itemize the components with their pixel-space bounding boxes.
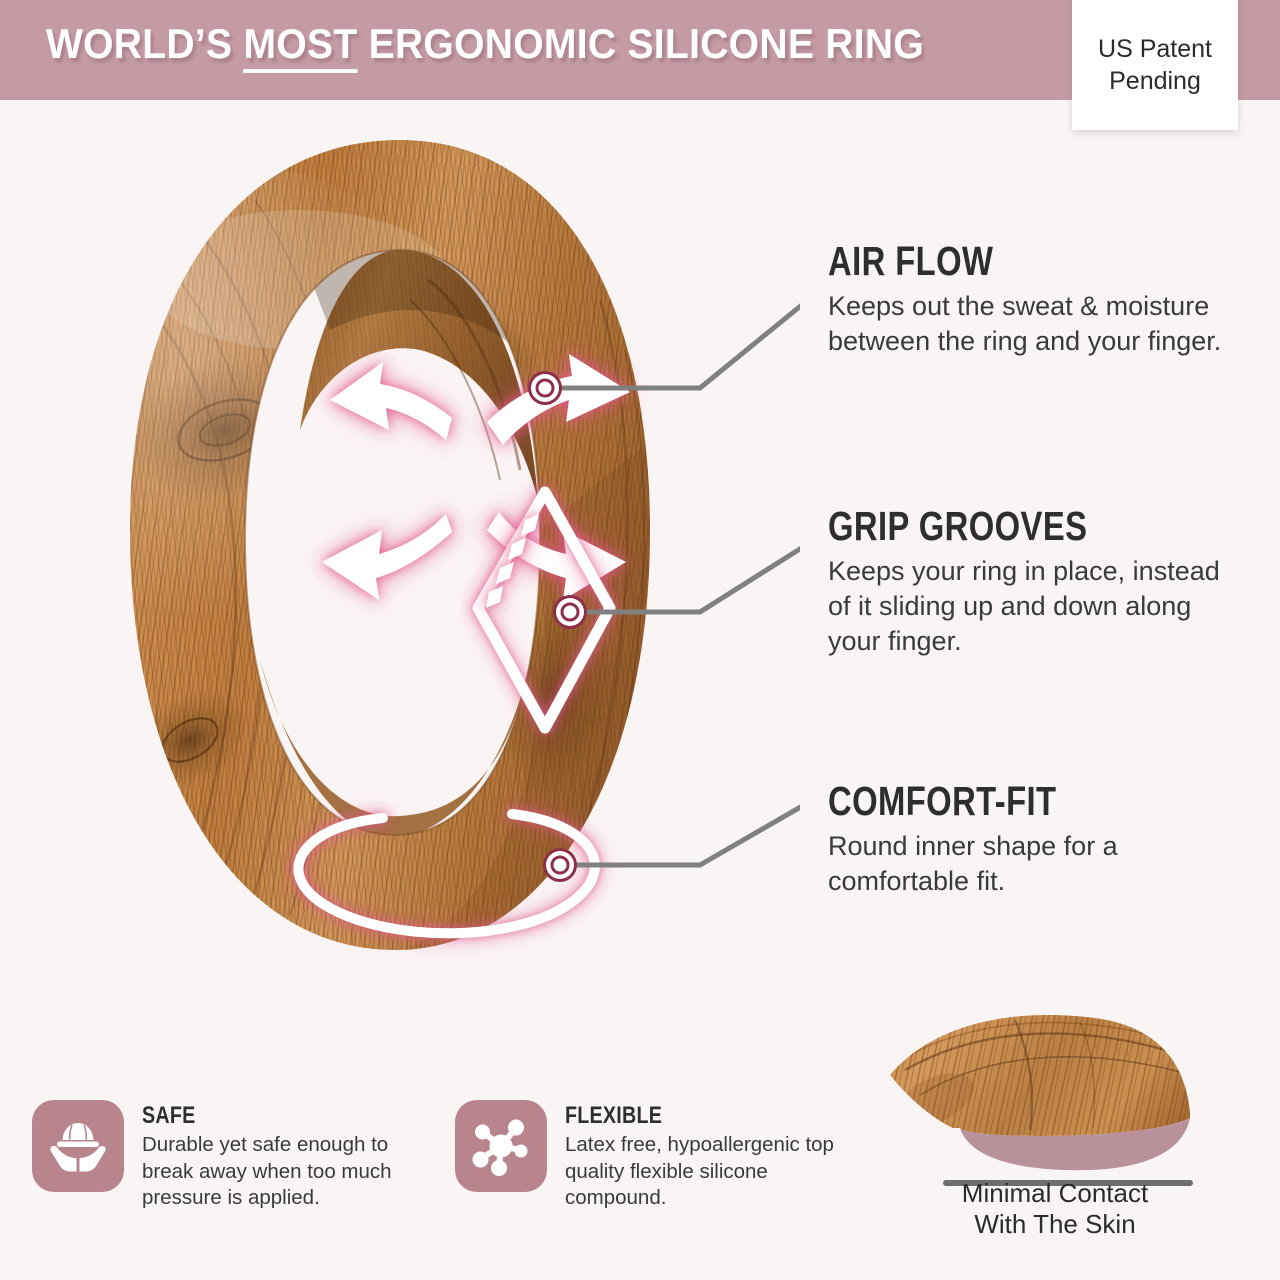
page-title: WORLD’S MOST ERGONOMIC SILICONE RING <box>46 20 925 73</box>
callout-dots <box>528 371 587 882</box>
badge-title-safe: SAFE <box>142 1102 196 1129</box>
callout-dot-air-flow <box>528 371 562 405</box>
feature-comfort-fit: COMFORT-FIT Round inner shape for a comf… <box>828 778 1228 899</box>
feature-grip-grooves: GRIP GROOVES Keeps your ring in place, i… <box>828 503 1228 659</box>
feature-body-air-flow: Keeps out the sweat & moisture between t… <box>828 291 1222 357</box>
feature-body-comfort-fit: Round inner shape for a comfortable fit. <box>828 831 1118 897</box>
comfort-fit-ellipse <box>293 809 600 939</box>
skin-baseline <box>943 1180 1193 1186</box>
cross-section-caption: Minimal Contact With The Skin <box>865 1178 1245 1239</box>
caption-line-2: With The Skin <box>974 1208 1136 1239</box>
patent-pending-badge: US Patent Pending <box>1072 0 1238 130</box>
leader-lines <box>545 303 800 868</box>
patent-line-1: US Patent <box>1098 35 1212 63</box>
callout-dot-comfort-fit <box>543 848 577 882</box>
hard-hat-in-hands-icon <box>32 1100 124 1192</box>
patent-pending-text: US Patent Pending <box>1098 33 1212 97</box>
caption-line-1: Minimal Contact <box>961 1178 1149 1208</box>
title-part-1: WORLD’S <box>46 20 244 67</box>
badge-safe: SAFE Durable yet safe enough to break aw… <box>32 1100 422 1212</box>
badge-text-safe: SAFE Durable yet safe enough to break aw… <box>142 1100 417 1212</box>
feature-body-grip-grooves: Keeps your ring in place, instead of it … <box>828 556 1220 657</box>
patent-line-2: Pending <box>1109 67 1201 95</box>
feature-title-comfort-fit: COMFORT-FIT <box>828 778 1057 824</box>
header-banner: WORLD’S MOST ERGONOMIC SILICONE RING <box>0 0 1280 100</box>
leader-line-air-flow <box>545 303 800 391</box>
callout-dot-grip-grooves <box>553 595 587 629</box>
badge-body-safe: Durable yet safe enough to break away wh… <box>142 1133 392 1210</box>
badge-title-flexible: FLEXIBLE <box>565 1102 663 1129</box>
grip-grooves-dashes <box>486 514 539 608</box>
badge-text-flexible: FLEXIBLE Latex free, hypoallergenic top … <box>565 1100 840 1212</box>
leader-line-grip-grooves <box>570 545 800 615</box>
feature-title-grip-grooves: GRIP GROOVES <box>828 503 1088 549</box>
skin-contact-surface <box>960 1118 1190 1171</box>
leader-line-comfort-fit <box>560 804 800 868</box>
badge-flexible: FLEXIBLE Latex free, hypoallergenic top … <box>455 1100 855 1212</box>
feature-title-air-flow: AIR FLOW <box>828 238 994 284</box>
feature-air-flow: AIR FLOW Keeps out the sweat & moisture … <box>828 238 1228 359</box>
cross-section-diagram <box>865 1000 1245 1250</box>
molecule-icon <box>455 1100 547 1192</box>
title-part-2: ERGONOMIC SILICONE RING <box>357 20 925 67</box>
badge-body-flexible: Latex free, hypoallergenic top quality f… <box>565 1133 834 1210</box>
ring-illustration <box>0 100 800 1000</box>
title-emphasis-most: MOST <box>243 20 358 73</box>
